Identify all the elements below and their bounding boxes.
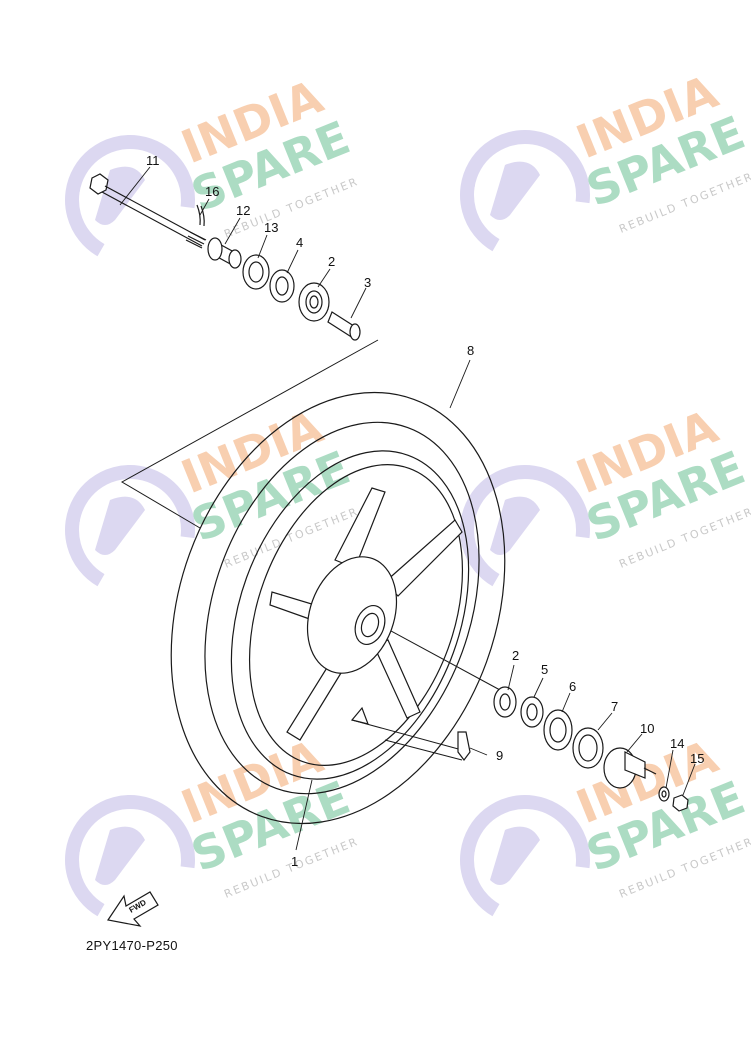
callout-12: 12 — [236, 203, 250, 218]
callout-3: 3 — [364, 275, 371, 290]
callout-8: 8 — [467, 343, 474, 358]
nut — [672, 794, 689, 812]
callout-4: 4 — [296, 235, 303, 250]
oil-seal — [242, 254, 270, 290]
callout-9: 9 — [496, 748, 503, 763]
callout-6: 6 — [569, 679, 576, 694]
oil-seal-lower — [572, 727, 604, 769]
wheel-tire — [170, 391, 506, 825]
valve — [457, 731, 471, 761]
callout-13: 13 — [264, 220, 278, 235]
wheel-spokes — [269, 487, 463, 741]
collar — [207, 237, 242, 269]
bearing-lower — [493, 686, 517, 718]
callout-leaders — [119, 166, 696, 851]
bearing — [269, 269, 295, 303]
bearing-upper — [298, 282, 330, 322]
cotter-pin — [196, 204, 205, 227]
retainer — [520, 696, 544, 728]
spacer — [327, 311, 361, 341]
callout-2-lower: 2 — [512, 648, 519, 663]
diagram-code: 2PY1470-P250 — [86, 938, 178, 953]
washer — [658, 786, 670, 802]
callout-10: 10 — [640, 721, 654, 736]
callout-14: 14 — [670, 736, 684, 751]
callout-2-upper: 2 — [328, 254, 335, 269]
callout-5: 5 — [541, 662, 548, 677]
callout-7: 7 — [611, 699, 618, 714]
callout-11: 11 — [146, 153, 160, 168]
callout-1: 1 — [291, 854, 298, 869]
axle-bolt — [89, 173, 207, 249]
callout-16: 16 — [205, 184, 219, 199]
callout-15: 15 — [690, 751, 704, 766]
meter-clutch — [543, 709, 573, 751]
gear-unit — [603, 747, 657, 789]
fwd-arrow-icon: FWD — [106, 891, 159, 927]
